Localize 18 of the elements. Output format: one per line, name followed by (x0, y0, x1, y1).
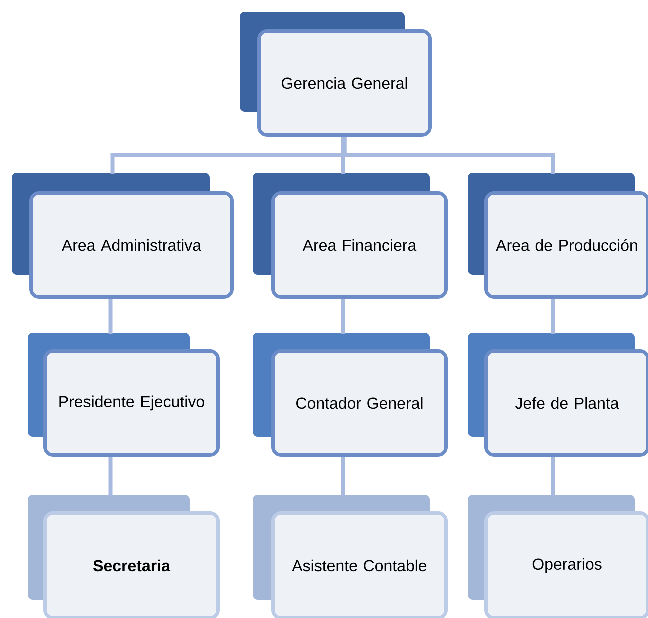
connector-line (108, 299, 113, 334)
connector-line (342, 137, 556, 174)
org-box: Jefe de Planta (468, 333, 648, 457)
connector-line (551, 299, 556, 334)
connector-line (341, 457, 346, 496)
org-box: Presidente Ejecutivo (28, 333, 220, 457)
org-box: Gerencia General (240, 12, 432, 137)
connector-line (108, 457, 113, 496)
org-box: Area de Producción (468, 173, 648, 299)
org-box: Operarios (468, 495, 648, 618)
org-box: Area Administrativa (12, 173, 234, 299)
connector-line (551, 457, 556, 496)
org-box: Asistente Contable (253, 495, 448, 618)
connector-line (341, 137, 346, 174)
org-box: Area Financiera (253, 173, 448, 299)
org-box: Contador General (253, 333, 448, 457)
connector-line (341, 299, 346, 334)
org-box: Secretaria (28, 495, 220, 618)
